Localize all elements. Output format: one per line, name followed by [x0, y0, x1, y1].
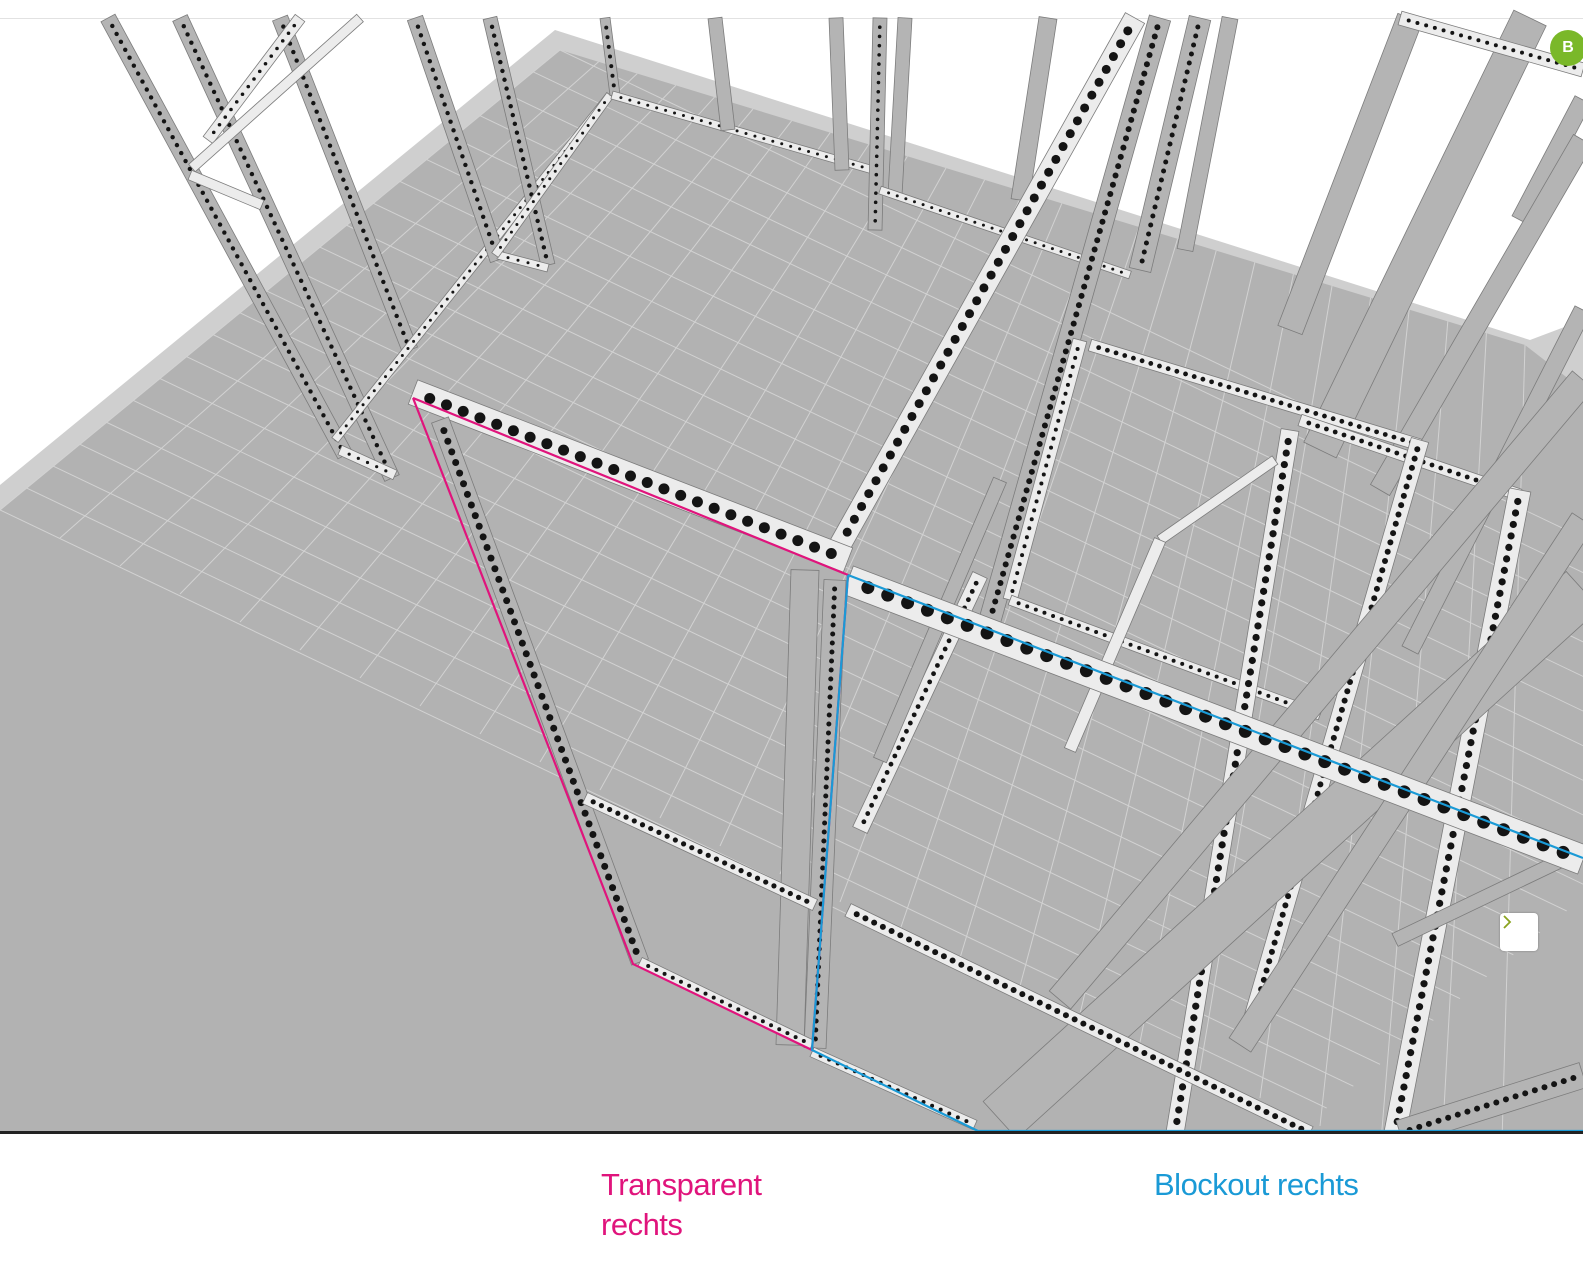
truss-scene [0, 9, 1583, 1133]
grid-line [599, 167, 947, 791]
truss-crossbar [337, 444, 398, 481]
grid-line [0, 49, 561, 511]
truss-upright [100, 13, 353, 460]
truss-structure-right [829, 9, 1583, 1133]
truss-diagonal-lower [1048, 370, 1583, 1010]
truss-diagonal-lower [982, 570, 1583, 1133]
label-transparent-right: Transparent rechts [601, 1167, 762, 1242]
blockout-right-outline [847, 573, 1583, 860]
grid-line [479, 144, 870, 735]
grid-line [59, 61, 599, 539]
grid-line [559, 49, 1583, 539]
chevron-right-icon [1503, 915, 1512, 929]
truss-upright [707, 16, 736, 132]
label-blockout-right: Blockout rechts [1154, 1167, 1359, 1202]
truss-upright [1303, 9, 1547, 459]
truss-tower-left [100, 13, 882, 482]
grid-line [539, 155, 908, 763]
truss-crossbar-middle [581, 792, 819, 911]
3d-viewport[interactable]: B [0, 0, 1583, 1133]
truss-crossbar [187, 169, 265, 211]
grid-line [119, 73, 638, 567]
truss-beam-top [407, 379, 854, 573]
truss-upright-center [803, 579, 847, 1049]
grid-line [299, 108, 754, 651]
truss-upright [828, 17, 850, 171]
next-view-button[interactable] [1500, 913, 1538, 951]
truss-upright [1369, 133, 1583, 497]
grid-line [239, 96, 715, 623]
truss-upright [867, 17, 888, 231]
truss-crossbar [491, 92, 614, 258]
truss-upright [272, 14, 418, 354]
truss-upright [1128, 14, 1212, 274]
truss-crossbar [1391, 843, 1583, 947]
truss-crossbar-bottom [637, 956, 815, 1051]
truss-upright [1176, 16, 1239, 252]
grid-line [659, 179, 986, 819]
grid-line [419, 132, 831, 707]
save-badge[interactable]: B [1550, 30, 1583, 66]
grid-line [359, 120, 792, 679]
truss-crossbar [1397, 10, 1583, 78]
grid-line [179, 85, 677, 595]
truss-wall-frame [407, 379, 978, 1131]
truss-upright [406, 14, 507, 264]
truss-crossbar [844, 903, 1314, 1133]
save-icon: B [1562, 39, 1574, 56]
viewport-bottom-border [0, 1131, 1583, 1134]
truss-crossbar [188, 13, 364, 173]
truss-upright-left [431, 416, 649, 966]
grid-line [506, 93, 1583, 608]
viewer-toolbar-strip [0, 0, 1583, 19]
